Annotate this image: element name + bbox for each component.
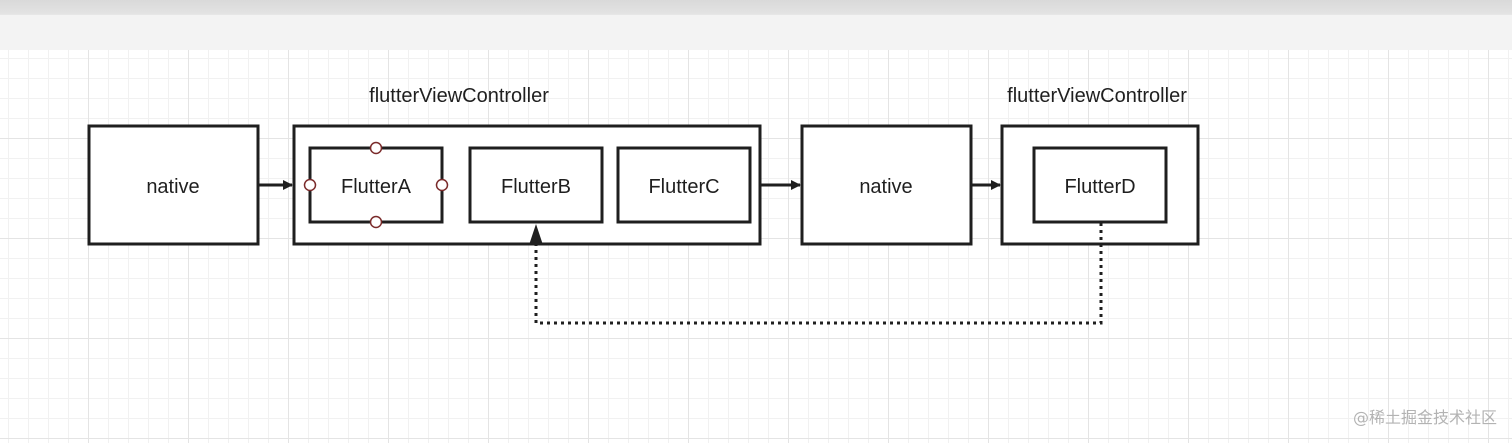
dotted-return-connector[interactable] [534, 223, 1103, 325]
flutter-d-label: FlutterD [1064, 176, 1135, 198]
selection-handle-left[interactable] [303, 178, 317, 192]
controller-label-1: flutterViewController [369, 85, 549, 107]
selection-handle-bottom[interactable] [369, 215, 383, 229]
native-label-2: native [859, 176, 912, 198]
flutter-c-label: FlutterC [648, 176, 719, 198]
diagram-canvas[interactable] [0, 50, 1512, 443]
native-label-1: native [146, 176, 199, 198]
flutter-a-box[interactable]: FlutterA [303, 141, 449, 229]
watermark-text: @稀土掘金技术社区 [1353, 408, 1497, 427]
native-box-1[interactable]: native [87, 124, 260, 246]
flutter-b-box[interactable]: FlutterB [468, 146, 604, 224]
flutter-d-box[interactable]: FlutterD [1032, 146, 1168, 224]
selection-handle-right[interactable] [435, 178, 449, 192]
dotted-connector-arrowhead [529, 224, 543, 245]
native-box-2[interactable]: native [800, 124, 973, 246]
selection-handle-top[interactable] [369, 141, 383, 155]
flutter-c-box[interactable]: FlutterC [616, 146, 752, 224]
window-top-bar [0, 0, 1512, 14]
flutter-b-label: FlutterB [501, 176, 571, 198]
flutter-a-label: FlutterA [341, 176, 412, 198]
controller-label-2: flutterViewController [1007, 85, 1187, 107]
